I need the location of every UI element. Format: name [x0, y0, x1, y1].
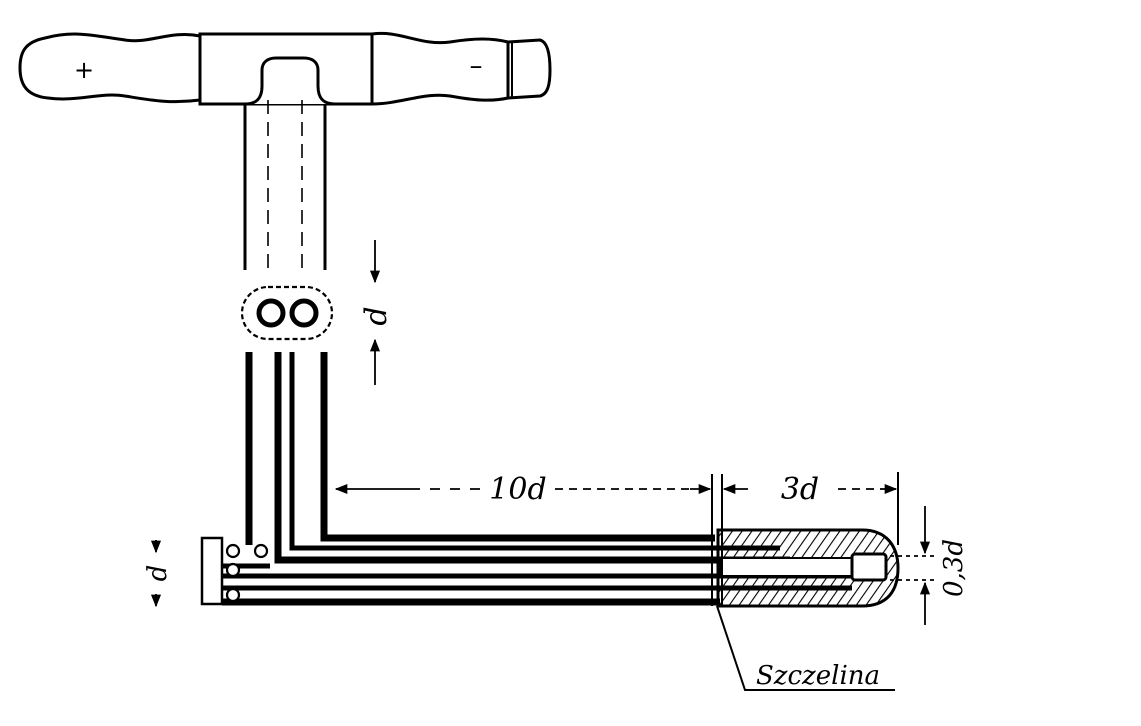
electrode-tip — [711, 472, 900, 608]
shaft-socket — [244, 56, 336, 106]
label-szczelina: Szczelina — [756, 661, 880, 691]
t-handle: + – — [18, 31, 552, 106]
label-d-left: d — [143, 565, 173, 582]
tip-end-element — [850, 552, 888, 582]
dimension-slot-width — [890, 506, 935, 625]
cross-section-view — [240, 285, 334, 341]
slot-leader — [716, 605, 895, 691]
label-10d: 10d — [489, 472, 546, 507]
conductor-section-left — [256, 298, 286, 328]
label-d-vertical: d — [359, 306, 394, 325]
left-end-cap — [200, 536, 269, 606]
slot-channel — [719, 557, 861, 577]
right-grip — [370, 31, 510, 106]
label-slot-width: 0,3d — [939, 539, 969, 597]
label-3d: 3d — [781, 472, 819, 507]
plus-sign: + — [74, 56, 94, 84]
conductor-section-right — [289, 298, 319, 328]
handle-end-cap — [506, 38, 552, 100]
minus-sign: – — [470, 51, 483, 81]
upper-shaft — [243, 100, 327, 270]
left-grip — [18, 32, 202, 104]
